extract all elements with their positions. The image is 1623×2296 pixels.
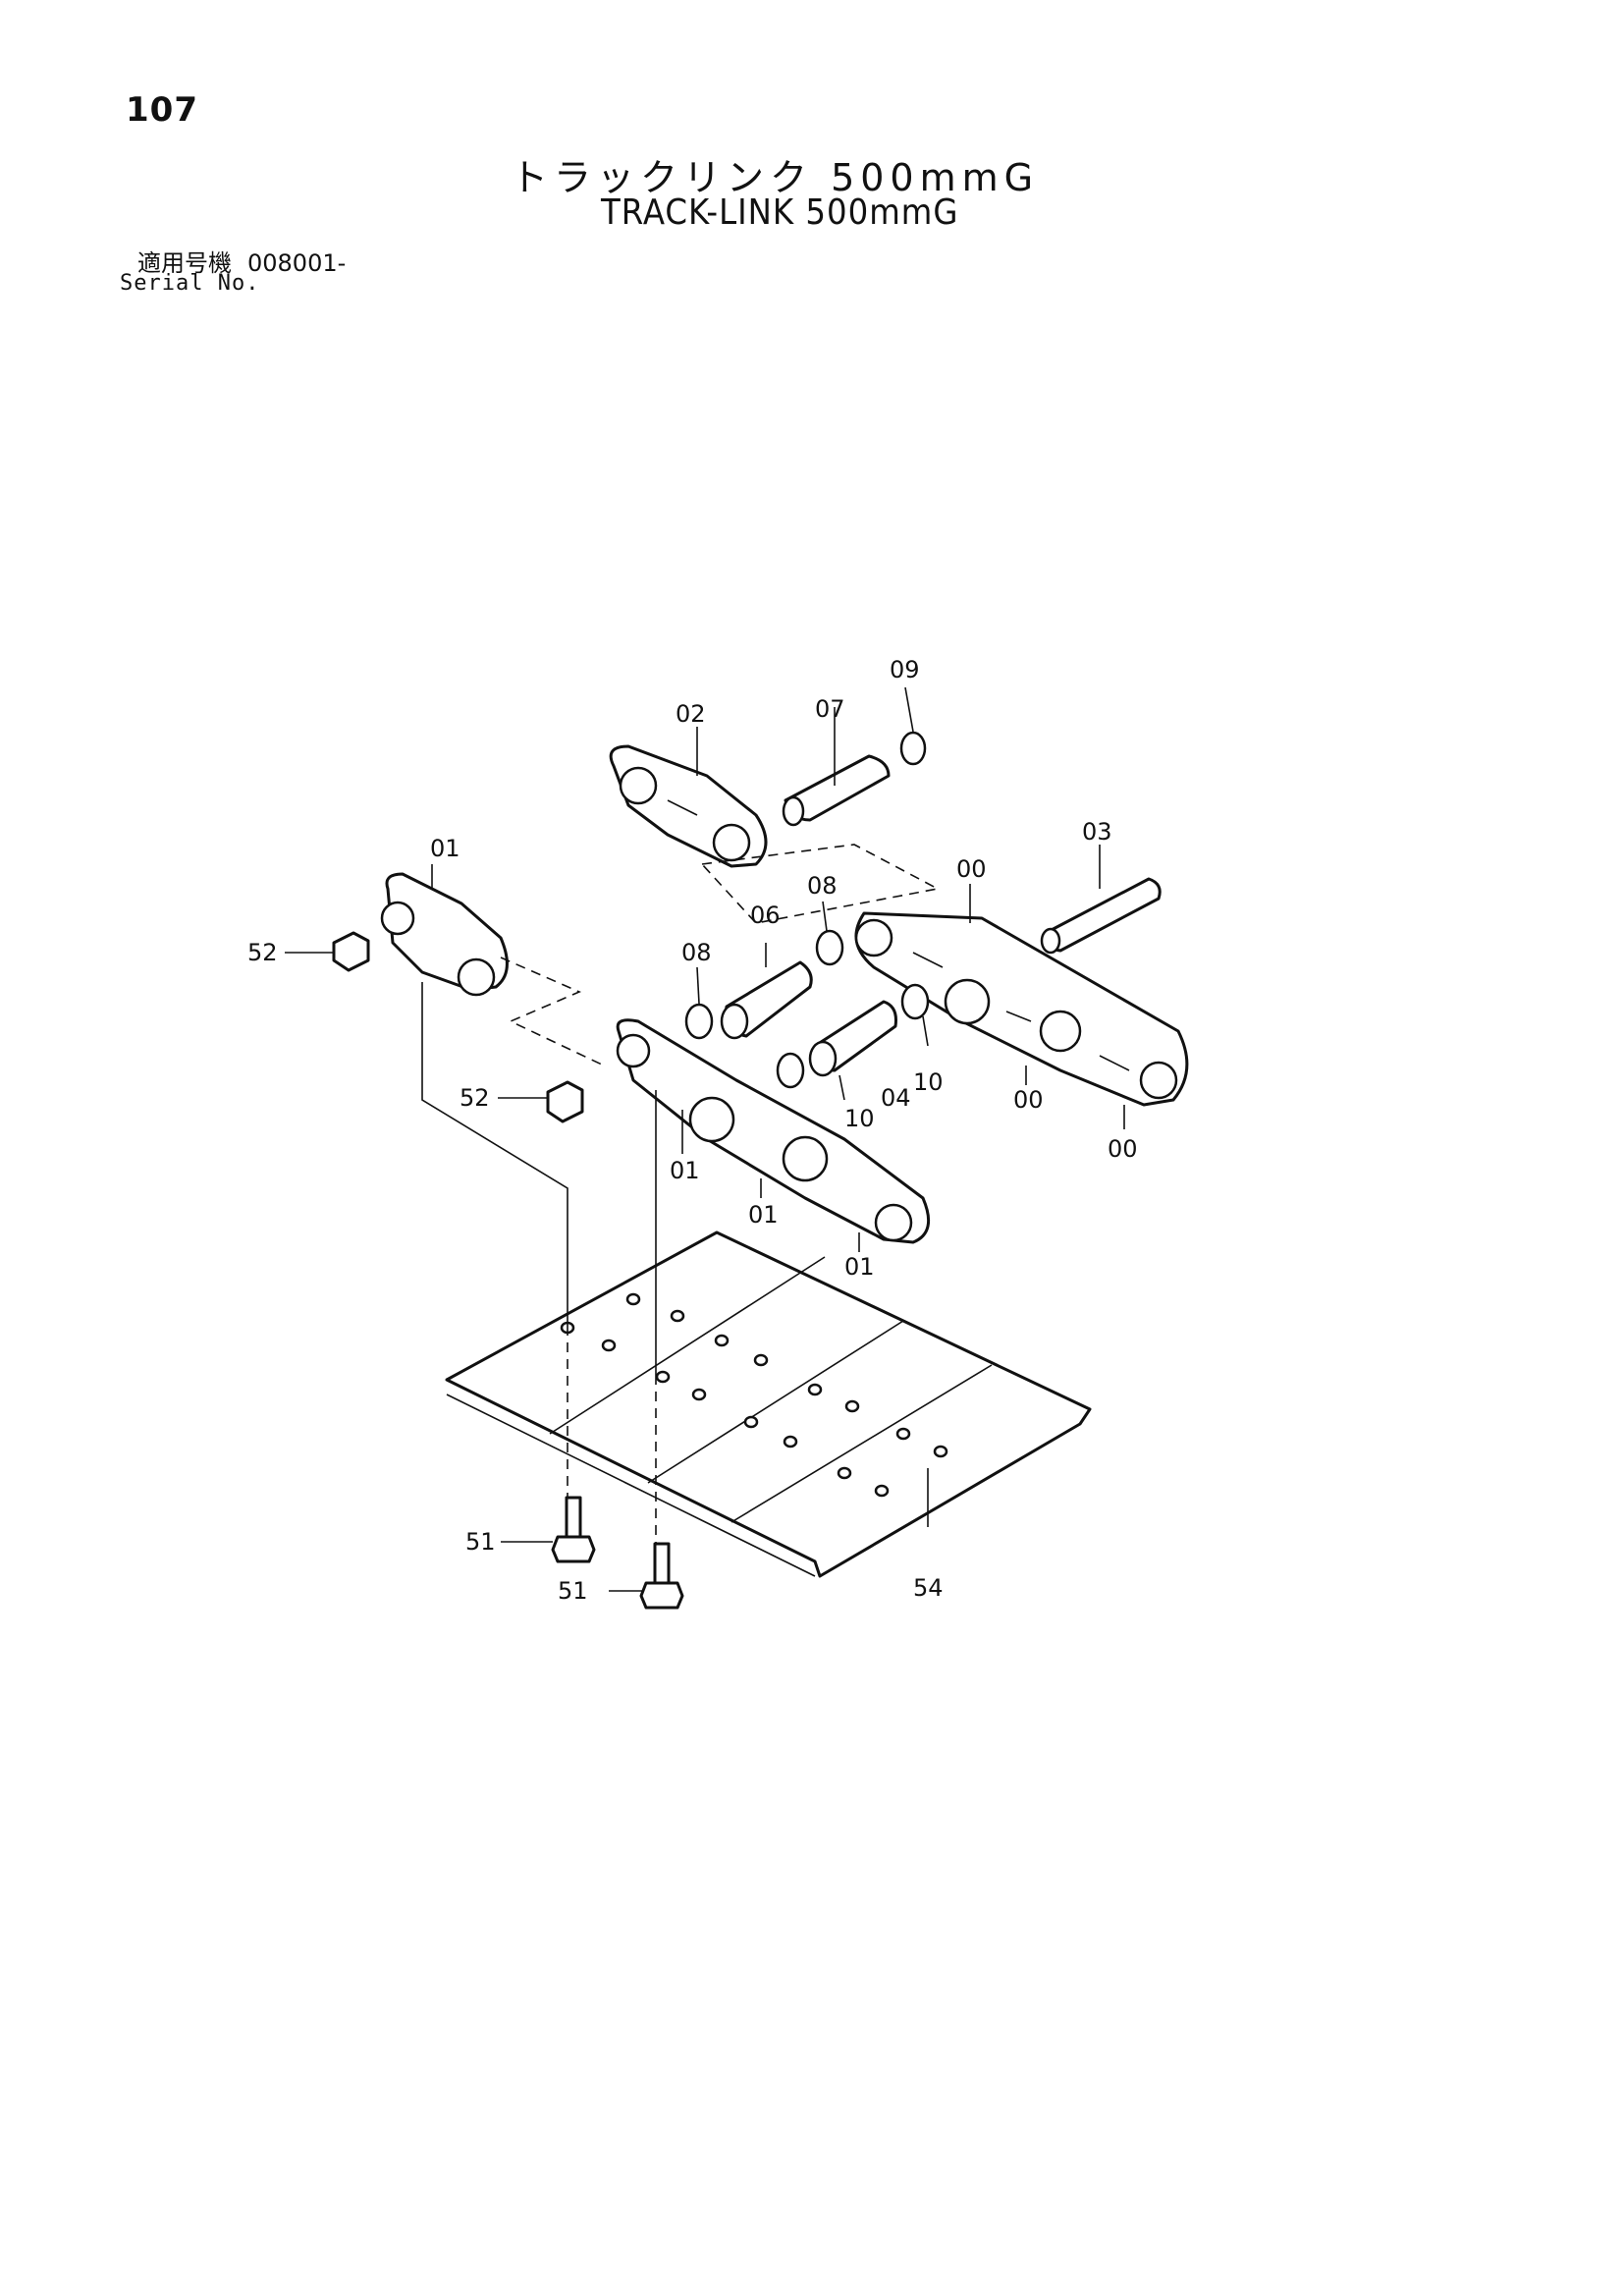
callout-01-top: 01 <box>430 835 460 862</box>
callout-04: 04 <box>881 1084 911 1112</box>
callout-01-b: 01 <box>748 1201 779 1229</box>
callout-03: 03 <box>1082 818 1112 846</box>
pin-07 <box>782 754 891 827</box>
callout-54: 54 <box>913 1574 944 1602</box>
nut-52-lower <box>546 1080 584 1123</box>
serial-label-ja-text: 適用号機 <box>137 249 232 277</box>
callout-00-top: 00 <box>956 855 987 883</box>
bolt-51-right <box>639 1542 684 1610</box>
track-shoe-54 <box>445 1230 1092 1578</box>
callout-52-upper: 52 <box>247 939 278 966</box>
serial-label-japanese: 適用号機 008001- <box>137 244 346 278</box>
page-number: 107 <box>126 90 198 130</box>
callout-01-c: 01 <box>844 1253 875 1281</box>
pin-03 <box>1040 877 1162 955</box>
callout-09: 09 <box>890 656 920 683</box>
page-title-english: TRACK-LINK 500mmG <box>601 192 959 233</box>
bushing-04 <box>808 1000 897 1077</box>
assembly-lines <box>421 982 657 1544</box>
bolt-51-left <box>551 1496 596 1563</box>
callout-10-left: 10 <box>844 1105 875 1132</box>
callout-07: 07 <box>815 695 845 723</box>
callout-00-bottom: 00 <box>1108 1135 1138 1163</box>
link-chain-lower <box>616 1018 931 1244</box>
callout-08-lower: 08 <box>681 939 712 966</box>
nut-52-upper <box>332 931 370 972</box>
callout-51-left: 51 <box>465 1528 496 1556</box>
callout-00-mid: 00 <box>1013 1086 1044 1114</box>
callout-52-lower: 52 <box>460 1084 490 1112</box>
callout-01-a: 01 <box>670 1157 700 1184</box>
link-01-upper <box>380 872 509 997</box>
page-title-japanese: トラックリンク 500mmG <box>511 156 1040 199</box>
link-chain-right <box>854 911 1189 1107</box>
callout-02: 02 <box>676 700 706 728</box>
guide-dash-lower <box>500 957 605 1066</box>
seal-rings <box>684 929 930 1089</box>
serial-label-english: Serial No. <box>120 271 260 296</box>
guide-dash-upper <box>700 844 941 924</box>
callout-08-upper: 08 <box>807 872 838 900</box>
link-02 <box>609 744 768 868</box>
bushing-06 <box>720 960 813 1040</box>
serial-value: 008001- <box>247 249 347 277</box>
callout-06: 06 <box>750 902 781 929</box>
callout-51-right: 51 <box>558 1577 588 1605</box>
leader-lines <box>285 686 1125 1592</box>
snap-ring-09 <box>899 731 927 766</box>
callout-10-right: 10 <box>913 1068 944 1096</box>
